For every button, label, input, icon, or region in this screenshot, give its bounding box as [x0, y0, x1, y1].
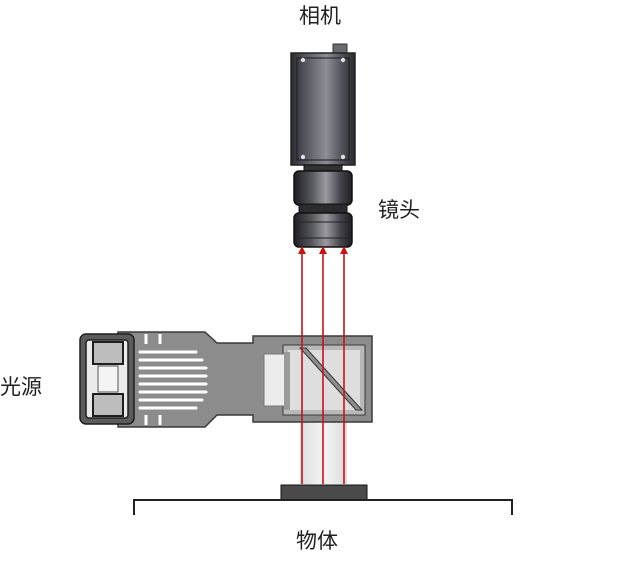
camera	[290, 43, 356, 166]
object-label: 物体	[296, 529, 338, 553]
heatsink-fins	[138, 350, 208, 410]
beam-splitter	[298, 347, 364, 411]
light-source	[79, 331, 373, 428]
stage-bracket	[133, 499, 513, 515]
light-source-label: 光源	[0, 375, 42, 399]
object-block	[280, 484, 368, 501]
lens-label: 镜头	[378, 198, 420, 222]
camera-label: 相机	[299, 4, 341, 28]
object-stage	[133, 484, 513, 515]
lens	[293, 164, 353, 248]
light-rays	[298, 246, 348, 484]
